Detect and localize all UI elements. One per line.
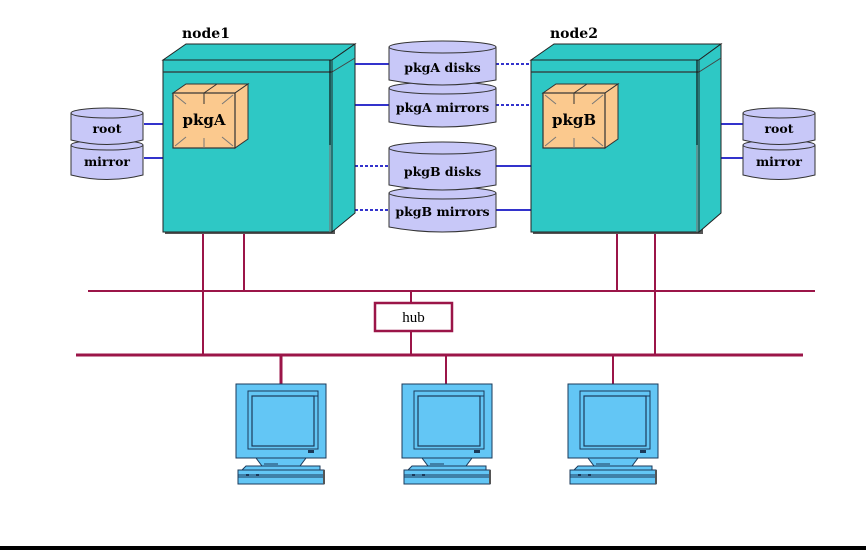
node1-mirror-label: mirror (84, 154, 130, 169)
node2-label: node2 (550, 26, 598, 42)
node2-mirror-disk[interactable]: mirror (742, 139, 816, 180)
bottom-border-rule (0, 546, 866, 550)
node1-mirror-disk[interactable]: mirror (70, 139, 144, 180)
pkgA-disks-label: pkgA disks (404, 60, 480, 75)
hub: hub (373, 301, 454, 333)
node1-root-disk[interactable]: root (70, 107, 144, 145)
lan-network (76, 234, 815, 384)
pkgB-disks-label: pkgB disks (404, 164, 481, 179)
package-pkgB[interactable]: pkgB (541, 83, 620, 149)
san-links (144, 63, 743, 211)
client-3[interactable] (567, 383, 659, 485)
node1-root-label: root (92, 121, 121, 136)
shared-disk-pkgB-disks[interactable]: pkgB disks (388, 141, 497, 191)
pkgA-mirrors-label: pkgA mirrors (396, 100, 489, 115)
node1-local-disks: mirror root (70, 107, 144, 180)
node1: node1 pkgA (161, 26, 357, 234)
shared-disks-pkgA: pkgA mirrors pkgA disks (388, 40, 497, 128)
node2-local-disks: mirror root (742, 107, 816, 180)
node2-root-disk[interactable]: root (742, 107, 816, 145)
shared-disk-pkgA-disks[interactable]: pkgA disks (388, 40, 497, 86)
pkgB-mirrors-label: pkgB mirrors (395, 204, 489, 219)
node1-label: node1 (182, 26, 230, 42)
package-pkgA[interactable]: pkgA (171, 83, 250, 149)
shared-disk-pkgA-mirrors[interactable]: pkgA mirrors (388, 81, 497, 128)
pkgB-label: pkgB (552, 111, 596, 129)
client-2[interactable] (401, 383, 493, 485)
client-1[interactable] (235, 383, 327, 485)
computer-icon (401, 383, 493, 485)
node2-root-label: root (764, 121, 793, 136)
computer-icon (235, 383, 327, 485)
shared-disk-pkgB-mirrors[interactable]: pkgB mirrors (388, 186, 497, 233)
hub-label: hub (402, 310, 425, 326)
computer-icon (567, 383, 659, 485)
pkgA-label: pkgA (182, 111, 225, 129)
node2: node2 pkgB (529, 26, 723, 234)
node2-mirror-label: mirror (756, 154, 802, 169)
shared-disks-pkgB: pkgB mirrors pkgB disks (388, 141, 497, 233)
